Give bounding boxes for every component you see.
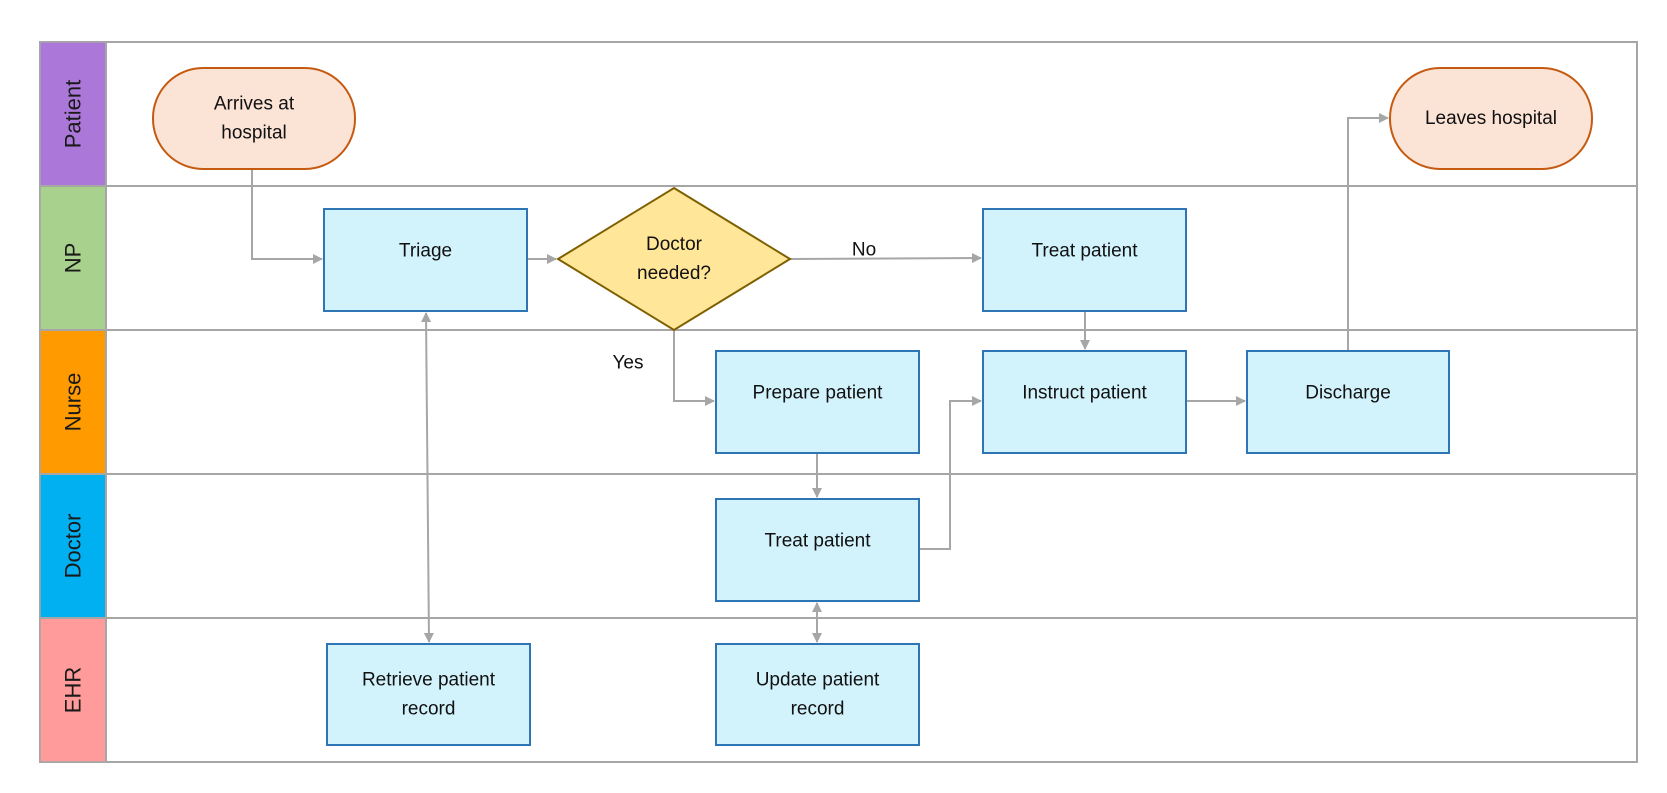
node-treat-doc: Treat patient (715, 498, 920, 602)
connector-arrives-to-triage (251, 169, 323, 264)
node-label: Treat patient (765, 531, 872, 552)
node-update: Update patient record (715, 643, 920, 746)
node-retrieve: Retrieve patient record (326, 643, 531, 746)
lane-label-doctor: Doctor (61, 514, 86, 579)
node-label: Doctor (646, 234, 703, 255)
node-triage: Triage (323, 208, 528, 312)
node-label: record (791, 699, 845, 720)
connector-triage-to-retrieve (421, 312, 434, 643)
connector-treat-doc-to-instruct (919, 396, 982, 550)
terminal-shape (152, 67, 356, 170)
node-arrives: Arrives at hospital (152, 67, 356, 170)
process-shape (1246, 350, 1450, 454)
node-label: Discharge (1305, 383, 1391, 404)
node-label: hospital (221, 123, 287, 144)
connector-discharge-to-leaves (1347, 113, 1389, 351)
node-label: Arrives at (214, 94, 295, 115)
lane-label-nurse: Nurse (61, 373, 86, 432)
node-instruct: Instruct patient (982, 350, 1187, 454)
lane-header-ehr (39, 617, 107, 763)
node-leaves: Leaves hospital (1389, 67, 1593, 170)
process-shape (715, 350, 920, 454)
node-label: Update patient (756, 670, 880, 691)
connector-decision-to-treat-np (789, 253, 982, 264)
lane-label-np: NP (61, 243, 86, 274)
process-shape (982, 350, 1187, 454)
node-label: Triage (399, 241, 452, 262)
connector-decision-to-prepare (673, 330, 715, 406)
node-label: Treat patient (1032, 241, 1139, 262)
node-label: Prepare patient (753, 383, 884, 404)
process-shape (715, 498, 920, 602)
node-label: record (402, 699, 456, 720)
lane-header-patient (39, 41, 107, 187)
node-prepare: Prepare patient (715, 350, 920, 454)
node-label: Retrieve patient (362, 670, 496, 691)
node-label: Leaves hospital (1425, 108, 1557, 129)
process-shape (326, 643, 531, 746)
edge-label-yes: Yes (613, 353, 644, 374)
node-label: needed? (637, 263, 711, 284)
process-shape (323, 208, 528, 312)
edge-label-no: No (852, 240, 876, 261)
node-decision: Doctor needed? (556, 186, 792, 332)
node-label: Instruct patient (1022, 383, 1147, 404)
process-shape (982, 208, 1187, 312)
process-shape (715, 643, 920, 746)
lane-label-ehr: EHR (61, 667, 86, 713)
terminal-shape (1389, 67, 1593, 170)
node-treat-np: Treat patient (982, 208, 1187, 312)
lane-label-patient: Patient (61, 80, 86, 149)
node-discharge: Discharge (1246, 350, 1450, 454)
decision-shape (556, 186, 792, 332)
